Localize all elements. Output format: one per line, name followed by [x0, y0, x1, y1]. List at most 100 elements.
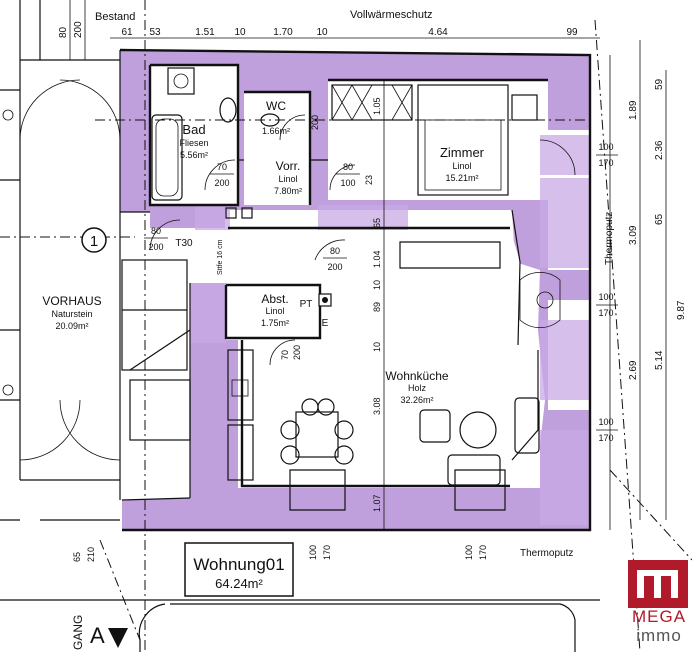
win-right-1-w: 100: [598, 292, 613, 302]
dim-right-inner-1: 65: [654, 213, 665, 225]
logo-text-immo: immo: [636, 626, 682, 645]
door-abst-w: 70: [280, 350, 290, 360]
door-wc-h: 200: [310, 115, 320, 130]
dim-top-2: 1.51: [195, 27, 215, 38]
win-zimmer-h: 170: [598, 158, 613, 168]
dim-top-5: 10: [316, 27, 328, 38]
room-abst-area: 1.75m²: [261, 318, 289, 328]
dim-right-inner-3: 2.69: [628, 360, 639, 380]
wall-outlines: [119, 48, 592, 532]
dimension-lines: [69, 0, 667, 530]
dim-right-inner-2: 3.09: [628, 225, 639, 245]
door-entry-h: 200: [148, 242, 163, 252]
door-zimmer-h: 100: [340, 178, 355, 188]
label-section-a: A: [90, 623, 105, 648]
dim-right-outer-0: 59: [654, 78, 665, 90]
unit-title: Wohnung01: [193, 555, 284, 574]
logo-m-icon: [637, 570, 678, 598]
room-vorr-floor: Linol: [278, 174, 297, 184]
dims-top: 61 53 1.51 10 1.70 10 4.64 99 80 200: [58, 21, 578, 38]
door-zimmer-w: 80: [343, 162, 353, 172]
room-zimmer-floor: Linol: [452, 161, 471, 171]
win-bottom-1-w: 100: [308, 545, 318, 560]
win-right-2-w: 100: [598, 417, 613, 427]
label-thermoputz-right: Thermoputz: [604, 212, 615, 265]
dim-top-4: 1.70: [273, 27, 293, 38]
room-wohnkueche-area: 32.26m²: [400, 395, 433, 405]
room-wohnkueche-name: Wohnküche: [385, 369, 448, 383]
dims-interior: 1.05 65 1.04 10 89 10 3.08 1.07: [372, 97, 382, 512]
window-labels: 100 170 100 170 100 170 100 170 100 170 …: [72, 142, 618, 562]
dim-int-2: 1.04: [372, 250, 382, 268]
win-bottom-1-h: 170: [322, 545, 332, 560]
unit-label-box: [184, 542, 294, 597]
dim-int-4: 89: [372, 302, 382, 312]
dim-right-outer-2: 9.87: [676, 300, 687, 320]
mega-immo-logo: [628, 560, 688, 608]
dim-int-0: 1.05: [372, 97, 382, 115]
door-entry-w: 80: [151, 226, 161, 236]
room-vorr-name: Vorr.: [276, 159, 301, 173]
marker-t30: T30: [175, 238, 193, 249]
dim-top-1: 53: [149, 27, 161, 38]
room-vorhaus-name: VORHAUS: [42, 294, 101, 308]
door-bad-h: 200: [214, 178, 229, 188]
label-bestand: Bestand: [95, 11, 135, 23]
room-zimmer-area: 15.21m²: [445, 173, 478, 183]
room-bad-area: 5.56m²: [180, 150, 208, 160]
room-abst-floor: Linol: [265, 306, 284, 316]
label-gang: GANG: [71, 615, 85, 650]
win-bottom-2-w: 100: [464, 545, 474, 560]
dim-int-3: 10: [372, 280, 382, 290]
dim-right-outer-1: 2.36: [654, 140, 665, 160]
dim-top-6: 4.64: [428, 27, 448, 38]
dim-top-left-1: 200: [73, 21, 84, 38]
dim-top-3: 10: [234, 27, 246, 38]
room-abst-name: Abst.: [261, 292, 288, 306]
room-zimmer-name: Zimmer: [440, 145, 485, 160]
pt-dot: [322, 297, 328, 303]
grid-marker-number: 1: [90, 233, 98, 250]
dim-right-inner-0: 1.89: [628, 100, 639, 120]
marker-z23: 23: [364, 175, 374, 185]
bathroom-fixtures: [151, 67, 280, 219]
door-kitchen-h: 200: [327, 262, 342, 272]
dim-int-1: 65: [372, 218, 382, 228]
room-wc-area: 1.66m²: [262, 126, 290, 136]
marker-schacht: Sttfe 16 cm: [217, 239, 224, 275]
dim-int-5: 10: [372, 342, 382, 352]
win-stair-w: 65: [72, 552, 82, 562]
door-swings: [149, 114, 576, 366]
marker-pt: PT: [300, 299, 313, 310]
room-vorr-area: 7.80m²: [274, 186, 302, 196]
dim-int-6: 3.08: [372, 397, 382, 415]
room-bad-name: Bad: [182, 122, 205, 137]
dims-right: 59 2.36 9.87 1.89 65 3.09 2.69 5.14: [628, 78, 687, 380]
win-right-2-h: 170: [598, 433, 613, 443]
room-bad-floor: Fliesen: [179, 138, 208, 148]
room-wohnkueche-floor: Holz: [408, 383, 427, 393]
door-kitchen-w: 80: [330, 246, 340, 256]
logo-text-mega: MEGA: [631, 607, 687, 626]
dim-int-7: 1.07: [372, 494, 382, 512]
room-vorhaus-floor: Naturstein: [51, 309, 92, 319]
markers: 1 T30 PT E Sttfe 16 cm 23: [81, 175, 374, 329]
label-vollwaermeschutz: Vollwärmeschutz: [350, 9, 433, 21]
door-labels: 70 200 200 80 100 80 200 80 200 70 200: [144, 115, 360, 360]
unit-area: 64.24m²: [215, 576, 263, 591]
dim-right-inner-4: 5.14: [654, 350, 665, 370]
label-thermoputz-bottom: Thermoputz: [520, 548, 573, 559]
door-bad-w: 70: [217, 162, 227, 172]
dim-top-left-0: 80: [58, 26, 69, 38]
marker-e: E: [322, 318, 329, 329]
door-abst-h: 200: [292, 345, 302, 360]
section-arrow: [108, 628, 128, 648]
room-vorhaus-area: 20.09m²: [55, 321, 88, 331]
dim-top-0: 61: [121, 27, 133, 38]
room-labels: Bad Fliesen 5.56m² WC 1.66m² Vorr. Linol…: [42, 99, 484, 405]
bedroom-furniture: [331, 84, 538, 196]
grid-marker-circle: [81, 227, 107, 253]
win-stair-h: 210: [86, 547, 96, 562]
